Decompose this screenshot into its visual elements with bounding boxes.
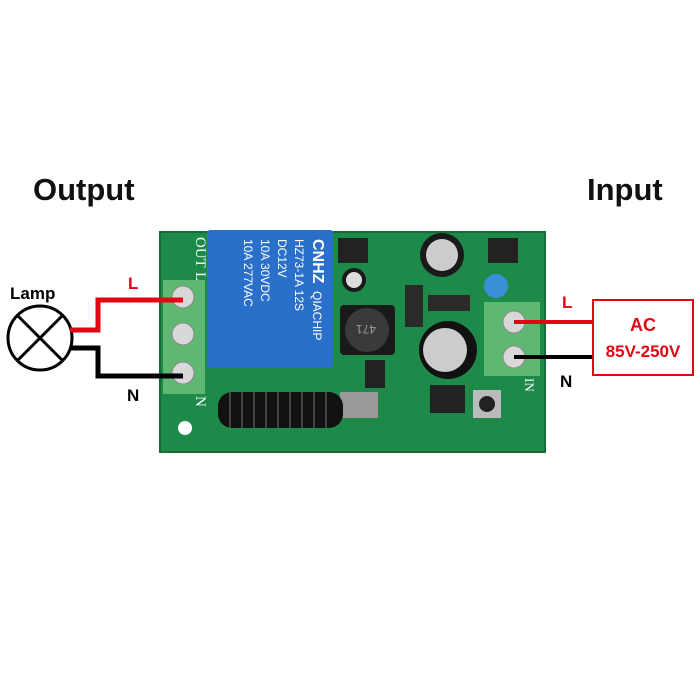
input-terminal-block xyxy=(484,302,540,376)
lamp-label: Lamp xyxy=(10,284,55,303)
lamp-icon xyxy=(6,304,74,372)
output-neutral-wire xyxy=(70,345,183,379)
relay-model: HZ73-1A 12S xyxy=(292,239,306,311)
output-live-wire xyxy=(70,297,183,333)
relay-rating-ac: 10A 277VAC xyxy=(241,239,255,307)
ac-label: AC xyxy=(630,315,656,335)
relay-maker: QIACHIP xyxy=(310,291,324,340)
in-silkscreen: IN xyxy=(522,378,537,392)
input-title: Input xyxy=(587,172,663,207)
relay: CNHZ QIACHIP HZ73-1A 12S DC12V 10A 30VDC… xyxy=(207,230,333,368)
ac-power-source: AC 85V-250V xyxy=(592,299,694,376)
voltage-range: 85V-250V xyxy=(606,342,681,361)
inductor-marking: 471 xyxy=(356,322,376,336)
out-l-silkscreen: L xyxy=(192,272,208,281)
output-neutral-label: N xyxy=(127,386,139,405)
input-live-label: L xyxy=(562,293,572,312)
relay-rating-dc: 10A 30VDC xyxy=(258,239,272,302)
output-title: Output xyxy=(33,172,135,207)
relay-coil: DC12V xyxy=(275,239,289,278)
out-n-silkscreen: N xyxy=(192,396,208,407)
input-neutral-label: N xyxy=(560,372,572,391)
output-live-label: L xyxy=(128,274,138,293)
relay-brand: CNHZ xyxy=(309,239,326,284)
out-silkscreen: OUT xyxy=(192,237,208,268)
relay-module-board: 471 OUT L N IN xyxy=(159,231,546,453)
